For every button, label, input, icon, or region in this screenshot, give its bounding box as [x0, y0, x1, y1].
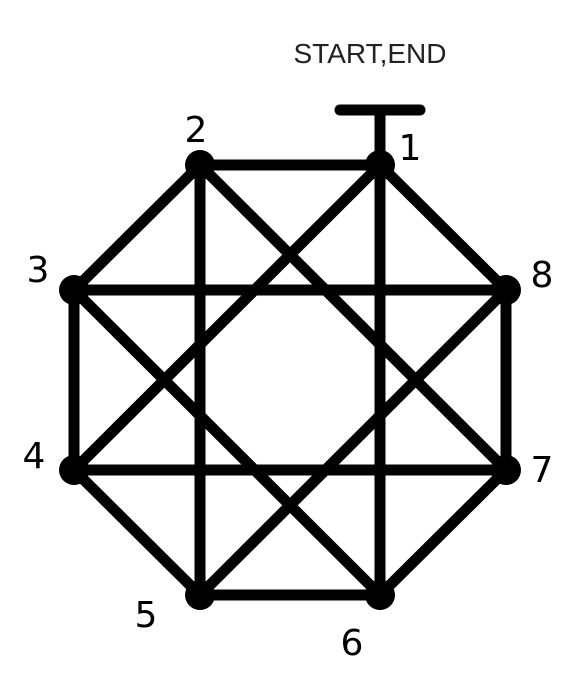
start-end-label: START,END [294, 38, 447, 69]
node-label-8: 8 [531, 255, 554, 296]
edge-2-7 [194, 159, 512, 476]
edge-6-7 [374, 464, 512, 601]
node-label-7: 7 [531, 450, 554, 491]
edge-2-3 [68, 159, 206, 296]
edges-group [68, 159, 512, 601]
edge-4-5 [68, 464, 206, 601]
node-3 [59, 275, 89, 305]
node-7 [491, 455, 521, 485]
edge-8-1 [374, 159, 512, 296]
node-8 [491, 275, 521, 305]
node-labels-group: 1 2 3 4 5 6 7 8 [23, 110, 554, 664]
node-2 [185, 150, 215, 180]
node-label-5: 5 [135, 595, 158, 636]
node-label-6: 6 [341, 623, 364, 664]
edge-1-4 [68, 159, 386, 476]
node-6 [365, 580, 395, 610]
node-label-4: 4 [23, 436, 46, 477]
node-label-3: 3 [27, 250, 50, 291]
node-label-2: 2 [185, 110, 208, 151]
nodes-group [59, 150, 521, 610]
node-label-1: 1 [399, 128, 422, 169]
node-1 [365, 150, 395, 180]
node-5 [185, 580, 215, 610]
node-4 [59, 455, 89, 485]
edge-5-8 [194, 284, 512, 601]
edge-3-6 [68, 284, 386, 601]
